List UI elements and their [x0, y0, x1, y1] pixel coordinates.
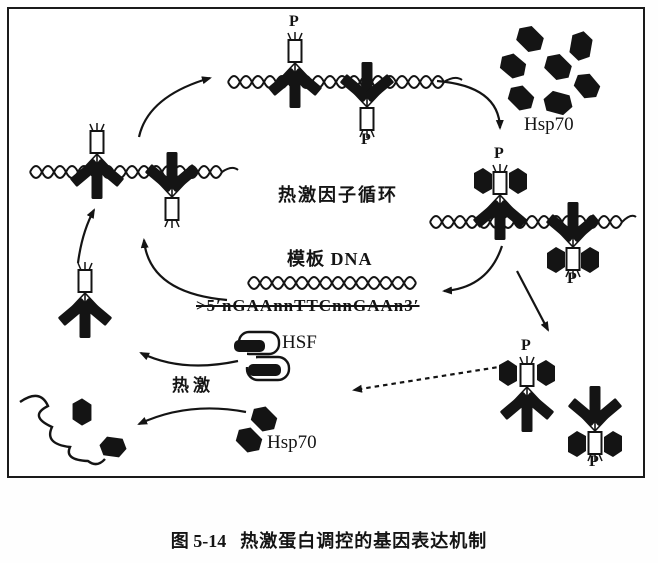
phosphate-label-right-b: P — [567, 270, 577, 287]
hsf-monomers — [234, 330, 291, 382]
hse-sequence: >5′nGAAnnTTCnnGAAn3′ — [196, 296, 420, 315]
arrow-cycle-to-leftdna — [140, 238, 228, 302]
hsf-label: HSF — [282, 332, 317, 353]
arrow-leftdna-to-top — [137, 76, 212, 138]
arrow-trimer-to-leftdna — [76, 208, 95, 264]
phosphate-label-top-b: P — [361, 131, 371, 148]
arrow-rightdna-to-free — [516, 270, 549, 332]
dna-template-strand — [247, 276, 417, 290]
dna-right-strand — [429, 214, 637, 229]
phosphate-label-free-b: P — [589, 453, 599, 470]
hsp70-cluster — [495, 21, 604, 117]
phosphate-label-free-a: P — [521, 337, 531, 354]
hsf-trimer-bound-top-b — [338, 61, 396, 139]
phosphate-label-right-a: P — [494, 145, 504, 162]
hsf-trimer-bound-left-a — [68, 122, 126, 200]
hsf-trimer-free-right-b — [566, 385, 624, 463]
arrow-hsf-to-trimer — [139, 352, 239, 367]
cycle-title: 热激因子循环 — [278, 185, 398, 205]
hsf-trimer-free-right-a — [498, 355, 556, 433]
denatured-protein — [19, 394, 128, 466]
phosphate-label-top-a: P — [289, 13, 299, 30]
hsf-trimer-bound-top-a — [266, 31, 324, 109]
hsp70-free-label: Hsp70 — [267, 432, 317, 453]
figure-caption: 图 5-14 热激蛋白调控的基因表达机制 — [0, 527, 658, 553]
hsf-trimer-free-left — [56, 261, 114, 339]
arrow-free-to-monomers-dashed — [352, 364, 506, 393]
arrow-rightdna-to-template — [442, 245, 504, 295]
hsp70-cluster-label: Hsp70 — [524, 114, 574, 135]
dna-left-strand — [29, 165, 239, 179]
figure-title: 热激蛋白调控的基因表达机制 — [240, 531, 488, 551]
heat-shock-label: 热激 — [172, 376, 214, 395]
hsf-trimer-bound-left-b — [143, 151, 201, 229]
hsf-trimer-bound-right-b — [544, 201, 602, 279]
arrow-top-to-rightdna — [436, 79, 504, 130]
template-dna-label: 模板 DNA — [287, 249, 373, 269]
arrow-hsp70-to-denatured — [137, 407, 247, 425]
figure-number: 图 5-14 — [170, 531, 227, 551]
